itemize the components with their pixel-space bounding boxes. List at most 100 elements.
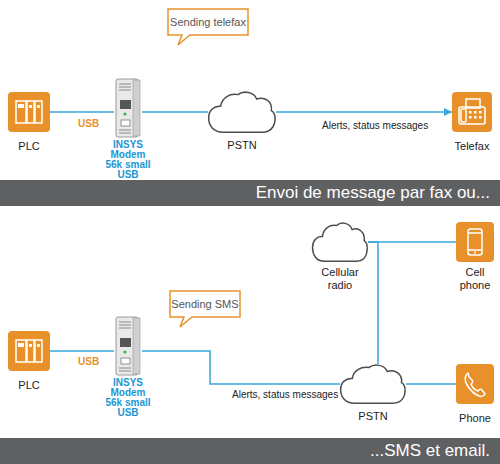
icon-tile [8, 92, 50, 132]
plc-icon-art [8, 331, 50, 371]
callout-outline [170, 291, 240, 327]
modem-label [120, 100, 131, 109]
caption-text: ...SMS et email. [370, 438, 490, 464]
modem-led [123, 350, 126, 353]
device-label: INSYS Modem 56k small USB [103, 378, 153, 418]
handset-symbol [465, 373, 485, 396]
modem-port [121, 358, 130, 364]
modem-port [121, 120, 130, 126]
plc-icon-art [8, 92, 50, 132]
plc-icon: PLC [8, 331, 50, 371]
cell-phone-icon-art [456, 222, 494, 262]
phone-icon: Phone [456, 364, 494, 404]
plc-module [35, 101, 42, 123]
signal-line [368, 242, 378, 364]
callout-bubble: Sending SMS [170, 291, 240, 317]
modem-vent [119, 84, 131, 85]
signal-line [276, 111, 452, 113]
cloud-outline [209, 92, 275, 132]
phone-body [468, 229, 482, 255]
network-cloud: PSTN [208, 91, 276, 133]
fax-key [479, 111, 482, 114]
plc-led [29, 105, 32, 108]
modem-side [133, 80, 140, 136]
modem-vent [119, 371, 131, 372]
modem-device-art [114, 316, 142, 376]
message-label: Alerts, status messages [322, 120, 428, 131]
node-label: PLC [4, 140, 54, 153]
plc-module [35, 340, 42, 362]
modem-device-art [114, 78, 142, 138]
network-cloud-art [340, 364, 406, 404]
plc-module [16, 101, 26, 123]
modem-vent [119, 322, 131, 323]
plc-module [27, 101, 34, 123]
node-label: Phone [450, 412, 500, 425]
modem-vent [119, 368, 131, 369]
modem-vent [119, 328, 131, 329]
modem-vent [119, 133, 131, 134]
fax-handset [461, 109, 466, 122]
callout-outline [168, 9, 248, 45]
node-label: PLC [4, 379, 54, 392]
modem-device: INSYS Modem 56k small USB [114, 78, 142, 138]
modem-label [120, 338, 131, 347]
plc-led [37, 344, 40, 347]
fax-key [469, 116, 472, 119]
fax-key [474, 116, 477, 119]
phone-screen-edge [468, 232, 482, 234]
callout-text: Sending telefax [168, 9, 248, 35]
fax-key [474, 111, 477, 114]
caption-band: ...SMS et email. [0, 438, 500, 464]
device-label: INSYS Modem 56k small USB [103, 140, 153, 180]
network-cloud: Cellular radio [312, 222, 368, 262]
cloud-outline [341, 365, 405, 403]
network-cloud-art [208, 91, 276, 133]
signal-line [142, 111, 208, 113]
plc-display [18, 104, 24, 108]
fax-body [459, 107, 485, 124]
signal-line [50, 350, 114, 352]
plc-module [16, 340, 26, 362]
modem-vent [119, 325, 131, 326]
signal-line [142, 351, 340, 384]
icon-tile [456, 222, 494, 262]
telefax-icon: Telefax [452, 92, 492, 132]
fax-key [479, 116, 482, 119]
network-cloud-art [312, 222, 368, 262]
phone-icon-art [456, 364, 494, 404]
signal-line [50, 111, 114, 113]
node-label: Cell phone [453, 266, 497, 292]
plc-module [27, 340, 34, 362]
plc-display [18, 343, 24, 347]
interface-label: USB [78, 356, 99, 367]
node-label: PSTN [348, 410, 398, 423]
modem-device: INSYS Modem 56k small USB [114, 316, 142, 376]
plc-led [37, 105, 40, 108]
cell-phone-icon: Cell phone [456, 222, 494, 262]
plc-icon: PLC [8, 92, 50, 132]
node-label: Telefax [442, 140, 500, 153]
icon-tile [456, 364, 494, 404]
signal-line [368, 241, 456, 243]
cloud-outline [313, 223, 368, 261]
phone-button [474, 252, 476, 254]
modem-side [133, 318, 140, 374]
signal-line [406, 383, 456, 385]
modem-led [123, 112, 126, 115]
caption-band: Envoi de message par fax ou... [0, 180, 500, 206]
fax-key [469, 111, 472, 114]
caption-text: Envoi de message par fax ou... [256, 180, 490, 206]
node-label: Cellular radio [313, 266, 367, 292]
modem-vent [119, 87, 131, 88]
plc-led [29, 344, 32, 347]
callout-text: Sending SMS [170, 291, 240, 317]
interface-label: USB [78, 118, 99, 129]
network-cloud: PSTN [340, 364, 406, 404]
callout-bubble: Sending telefax [168, 9, 248, 35]
node-label: PSTN [217, 139, 267, 152]
message-label: Alerts, status messages [232, 389, 338, 400]
modem-vent [119, 130, 131, 131]
phone-screen-edge [468, 249, 482, 251]
